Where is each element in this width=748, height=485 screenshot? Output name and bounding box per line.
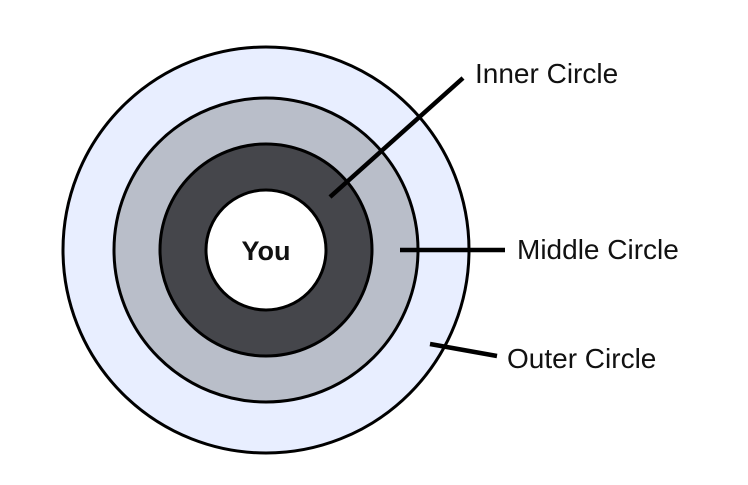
- outer-circle-leader-line: [429, 341, 498, 359]
- middle-circle-label: Middle Circle: [517, 234, 679, 265]
- inner-circle-label: Inner Circle: [475, 58, 618, 89]
- inner-circle-leader-line: [328, 76, 465, 199]
- center-label: You: [242, 236, 291, 266]
- center-circle: [204, 188, 328, 312]
- outer-circle-label: Outer Circle: [507, 343, 656, 374]
